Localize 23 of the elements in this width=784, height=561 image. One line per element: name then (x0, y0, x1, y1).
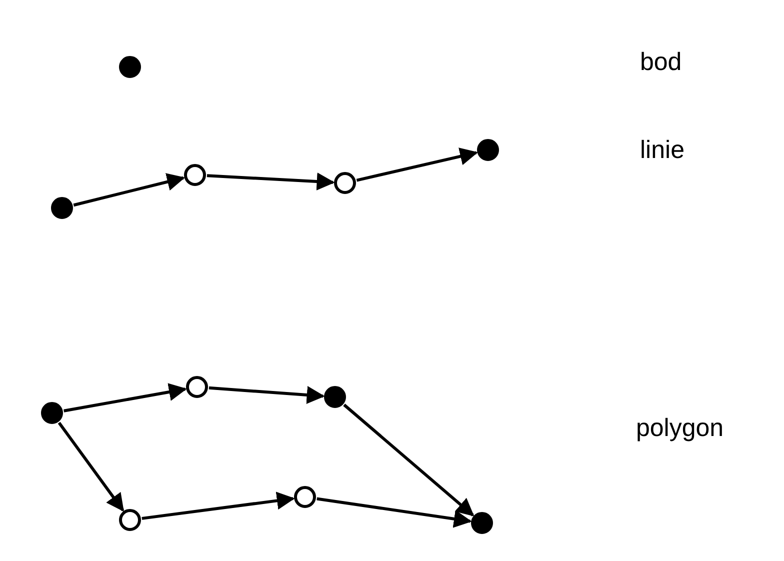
filled-point (471, 512, 493, 534)
type-label: polygon (636, 416, 724, 441)
arrow (58, 422, 124, 512)
arrow (206, 172, 335, 190)
arrow (316, 497, 472, 528)
arrow (208, 386, 325, 404)
filled-point (51, 197, 73, 219)
arrow (73, 173, 186, 207)
arrow (64, 383, 187, 412)
type-label: linie (640, 138, 684, 163)
arrow (142, 492, 295, 520)
hollow-point (184, 164, 206, 186)
type-label: bod (640, 50, 682, 75)
filled-point (119, 56, 141, 78)
hollow-point (294, 486, 316, 508)
arrow (343, 404, 474, 516)
hollow-point (186, 376, 208, 398)
hollow-point (334, 172, 356, 194)
arrow (356, 148, 478, 182)
filled-point (324, 386, 346, 408)
hollow-point (119, 509, 141, 531)
filled-point (41, 402, 63, 424)
filled-point (477, 139, 499, 161)
